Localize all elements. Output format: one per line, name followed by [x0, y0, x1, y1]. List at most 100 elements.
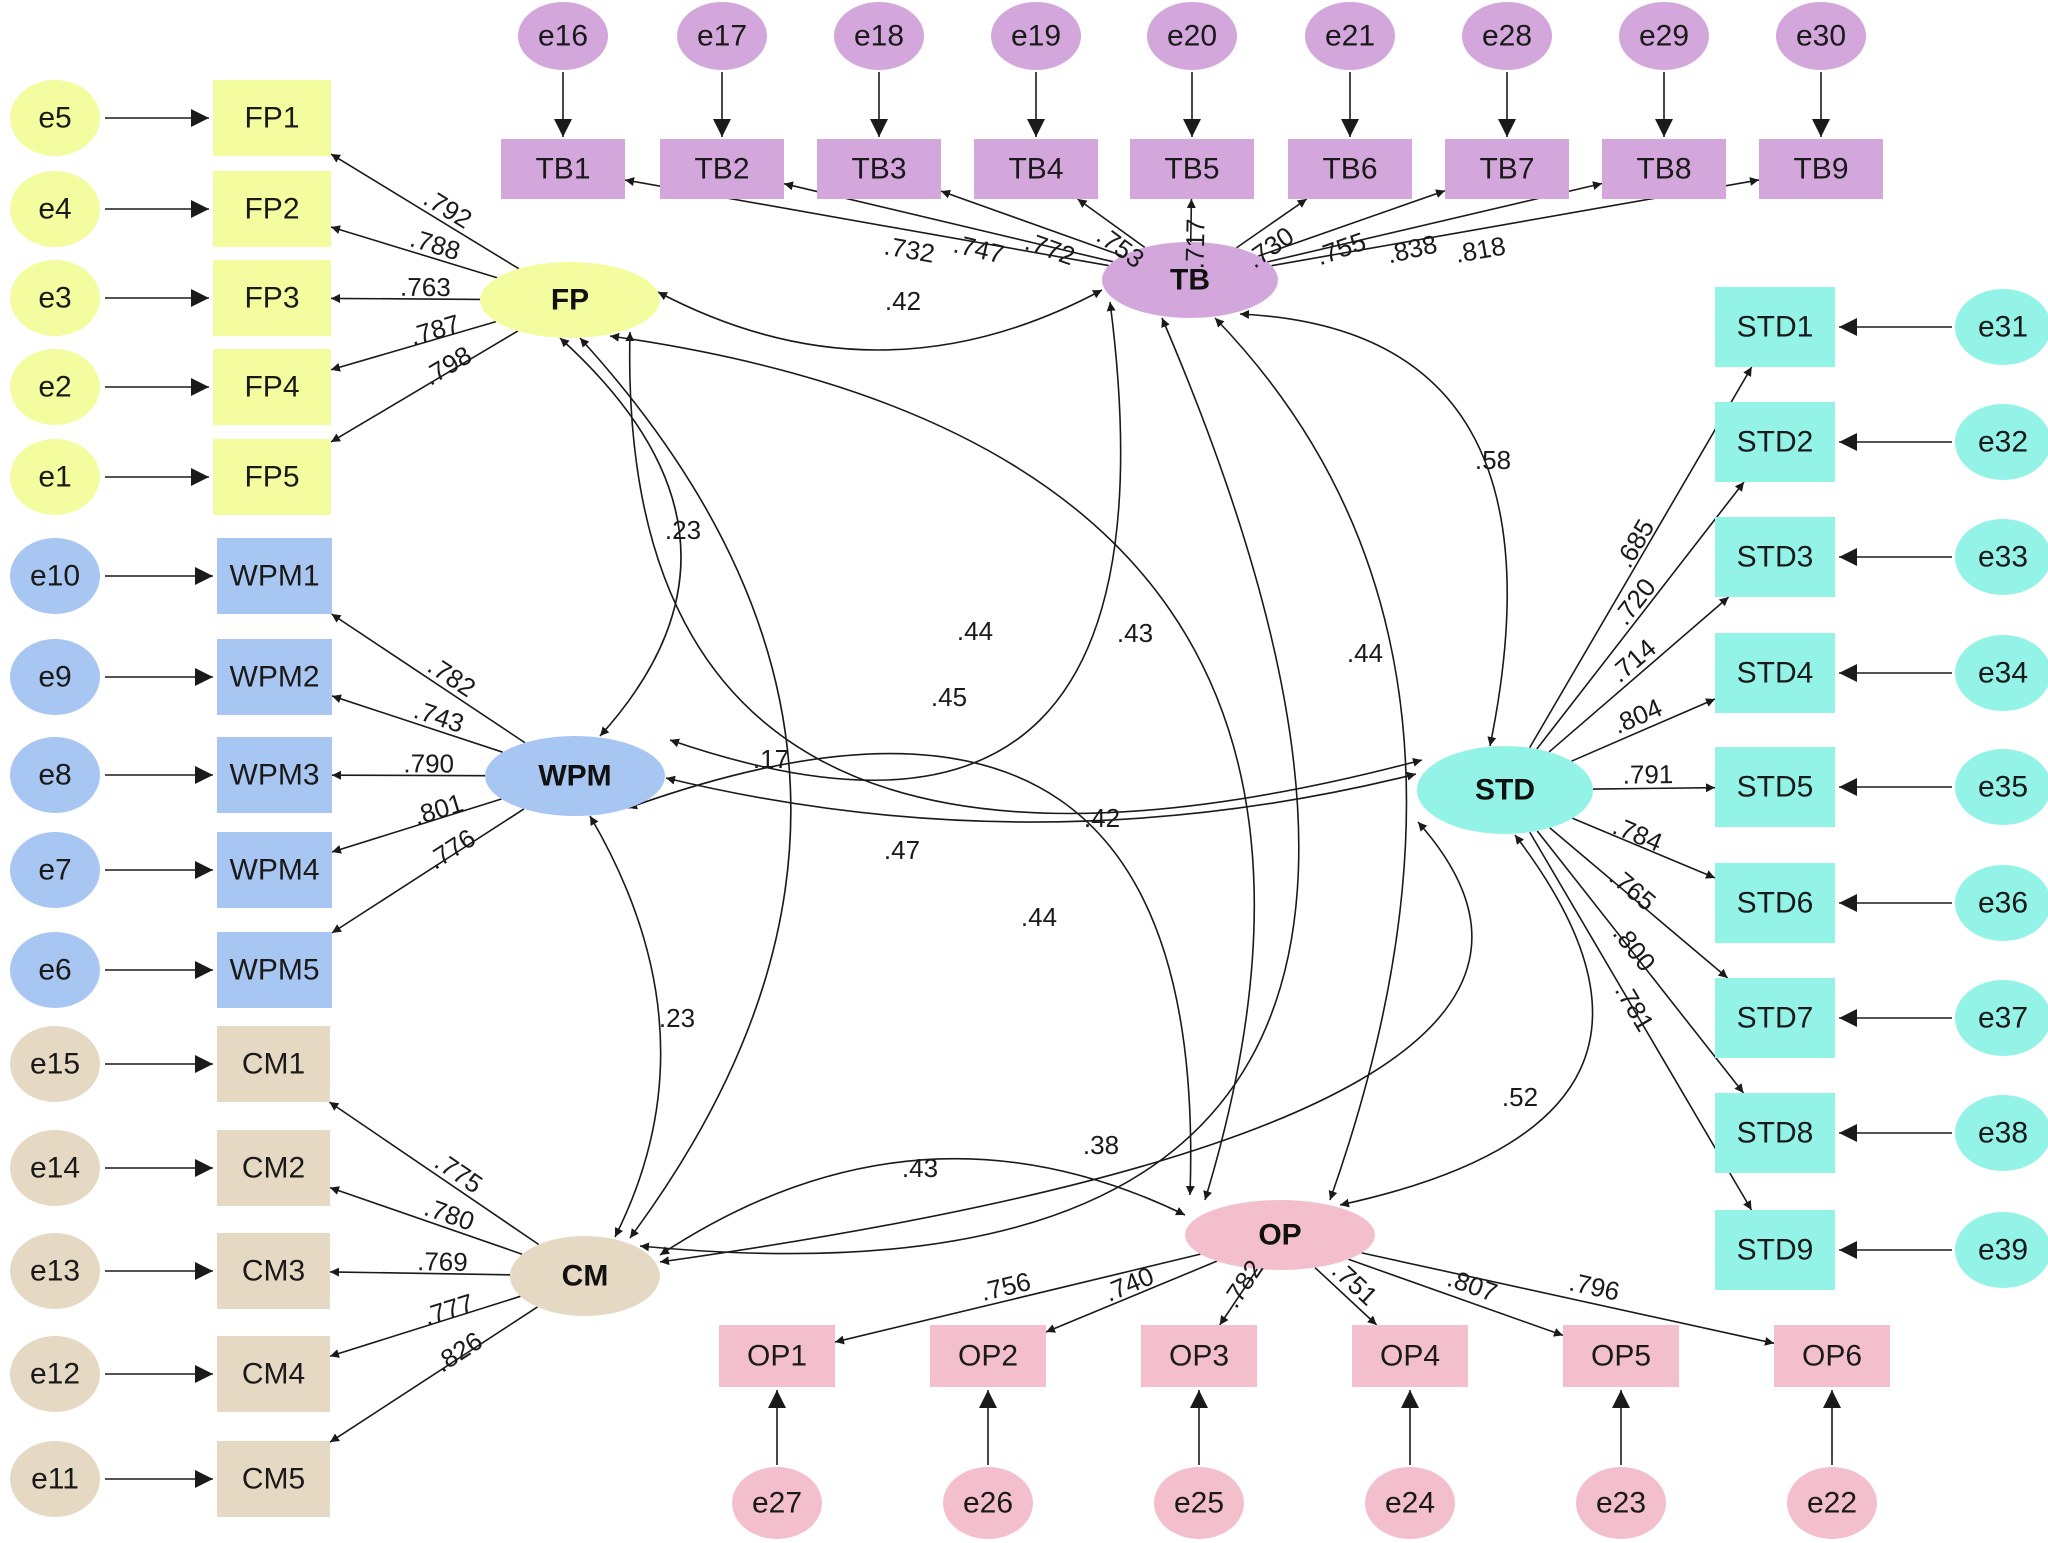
- indicator-cm5: [217, 1441, 330, 1517]
- loading-label-tb9: .818: [1453, 230, 1508, 268]
- indicator-label-cm5: CM5: [242, 1463, 305, 1496]
- covariance-label-wpm-std: .47: [884, 835, 920, 865]
- error-e28: [1462, 2, 1552, 70]
- covariance-fp-tb: [657, 289, 1103, 351]
- error-label-e36: e36: [1978, 887, 2028, 920]
- loading-path-std5: [1592, 783, 1716, 793]
- loading-path-wpm1: [331, 613, 526, 744]
- indicator-label-tb1: TB1: [535, 153, 590, 186]
- error-label-e8: e8: [38, 759, 71, 792]
- indicator-label-std9: STD9: [1737, 1234, 1814, 1267]
- error-label-e5: e5: [38, 102, 71, 135]
- loading-path-cm2: [329, 1186, 523, 1255]
- latent-label-tb: TB: [1170, 264, 1210, 297]
- error-e26: [943, 1467, 1033, 1539]
- error-e7: [10, 832, 100, 908]
- latent-label-wpm: WPM: [538, 760, 611, 793]
- indicator-label-tb6: TB6: [1322, 153, 1377, 186]
- indicator-std6: [1715, 863, 1835, 943]
- indicator-label-fp5: FP5: [244, 461, 299, 494]
- error-e4: [10, 171, 100, 247]
- indicator-label-tb3: TB3: [851, 153, 906, 186]
- covariance-label-tb-std: .58: [1475, 445, 1511, 475]
- error-e33: [1955, 519, 2048, 595]
- loading-path-wpm5: [331, 808, 525, 934]
- error-label-e35: e35: [1978, 771, 2028, 804]
- error-e22: [1787, 1467, 1877, 1539]
- error-label-e16: e16: [538, 20, 588, 53]
- error-e24: [1365, 1467, 1455, 1539]
- error-e32: [1955, 404, 2048, 480]
- indicator-op4: [1352, 1325, 1468, 1387]
- indicator-fp1: [213, 80, 331, 156]
- indicator-label-op3: OP3: [1169, 1340, 1229, 1373]
- loading-label-wpm5: .776: [422, 823, 481, 876]
- error-e12: [10, 1336, 100, 1412]
- loading-path-cm5: [329, 1306, 538, 1443]
- covariance-layer: [559, 289, 1594, 1266]
- loading-label-std2: .720: [1607, 572, 1662, 630]
- indicator-std3: [1715, 517, 1835, 597]
- latent-fp: [480, 262, 660, 338]
- indicator-tb4: [974, 139, 1098, 199]
- indicator-label-wpm4: WPM4: [230, 854, 320, 887]
- loading-path-tb5: [1186, 198, 1196, 243]
- indicator-label-fp3: FP3: [244, 282, 299, 315]
- loading-path-fp1: [330, 153, 520, 270]
- covariance-label-wpm-op: .44: [1021, 902, 1057, 932]
- loading-path-std8: [1536, 830, 1745, 1094]
- loading-label-cm3: .769: [417, 1246, 468, 1277]
- error-label-e6: e6: [38, 954, 71, 987]
- error-label-e4: e4: [38, 193, 71, 226]
- indicator-label-op2: OP2: [958, 1340, 1018, 1373]
- loading-label-std5: .791: [1623, 759, 1674, 790]
- loading-path-tb6: [1236, 198, 1308, 249]
- covariance-label-tb-cm: .42: [1084, 803, 1120, 833]
- indicator-std8: [1715, 1093, 1835, 1173]
- loading-path-std7: [1549, 827, 1729, 979]
- error-label-e15: e15: [30, 1048, 80, 1081]
- loading-path-std3: [1548, 596, 1730, 753]
- covariance-std-op: [1339, 834, 1594, 1208]
- error-e10: [10, 538, 100, 614]
- loading-path-cm4: [329, 1295, 521, 1358]
- error-label-e38: e38: [1978, 1117, 2028, 1150]
- error-label-e22: e22: [1807, 1487, 1857, 1520]
- indicator-tb9: [1759, 139, 1883, 199]
- indicator-label-std2: STD2: [1737, 426, 1814, 459]
- loading-path-op6: [1361, 1252, 1775, 1346]
- indicator-label-cm3: CM3: [242, 1255, 305, 1288]
- covariance-tb-wpm: [669, 301, 1122, 782]
- loading-label-cm5: .826: [429, 1325, 488, 1378]
- error-e30: [1776, 2, 1866, 70]
- indicator-cm2: [217, 1130, 330, 1206]
- loading-path-std4: [1571, 698, 1716, 762]
- error-label-e26: e26: [963, 1487, 1013, 1520]
- indicator-label-tb8: TB8: [1636, 153, 1691, 186]
- error-e6: [10, 932, 100, 1008]
- indicator-wpm1: [217, 538, 332, 614]
- indicator-label-wpm3: WPM3: [230, 759, 320, 792]
- loading-label-std8: .800: [1607, 919, 1662, 977]
- indicator-tb8: [1602, 139, 1726, 199]
- indicator-std9: [1715, 1210, 1835, 1290]
- covariance-label-fp-tb: .42: [885, 286, 921, 316]
- covariance-label-wpm-cm: .23: [659, 1003, 695, 1033]
- loading-path-std1: [1528, 366, 1753, 749]
- error-label-e10: e10: [30, 560, 80, 593]
- loading-label-cm1: .775: [429, 1146, 488, 1199]
- loading-path-std9: [1529, 831, 1753, 1211]
- error-label-e7: e7: [38, 854, 71, 887]
- loading-path-op3: [1219, 1268, 1258, 1326]
- error-label-e30: e30: [1796, 20, 1846, 53]
- loading-label-wpm3: .790: [403, 748, 454, 778]
- indicator-cm3: [217, 1233, 330, 1309]
- loading-path-fp3: [330, 293, 481, 303]
- latent-label-op: OP: [1258, 1219, 1301, 1252]
- indicator-label-op4: OP4: [1380, 1340, 1440, 1373]
- error-label-e1: e1: [38, 461, 71, 494]
- indicator-label-tb5: TB5: [1164, 153, 1219, 186]
- covariance-tb-cm: [639, 317, 1300, 1255]
- error-label-e31: e31: [1978, 311, 2028, 344]
- error-label-e34: e34: [1978, 657, 2028, 690]
